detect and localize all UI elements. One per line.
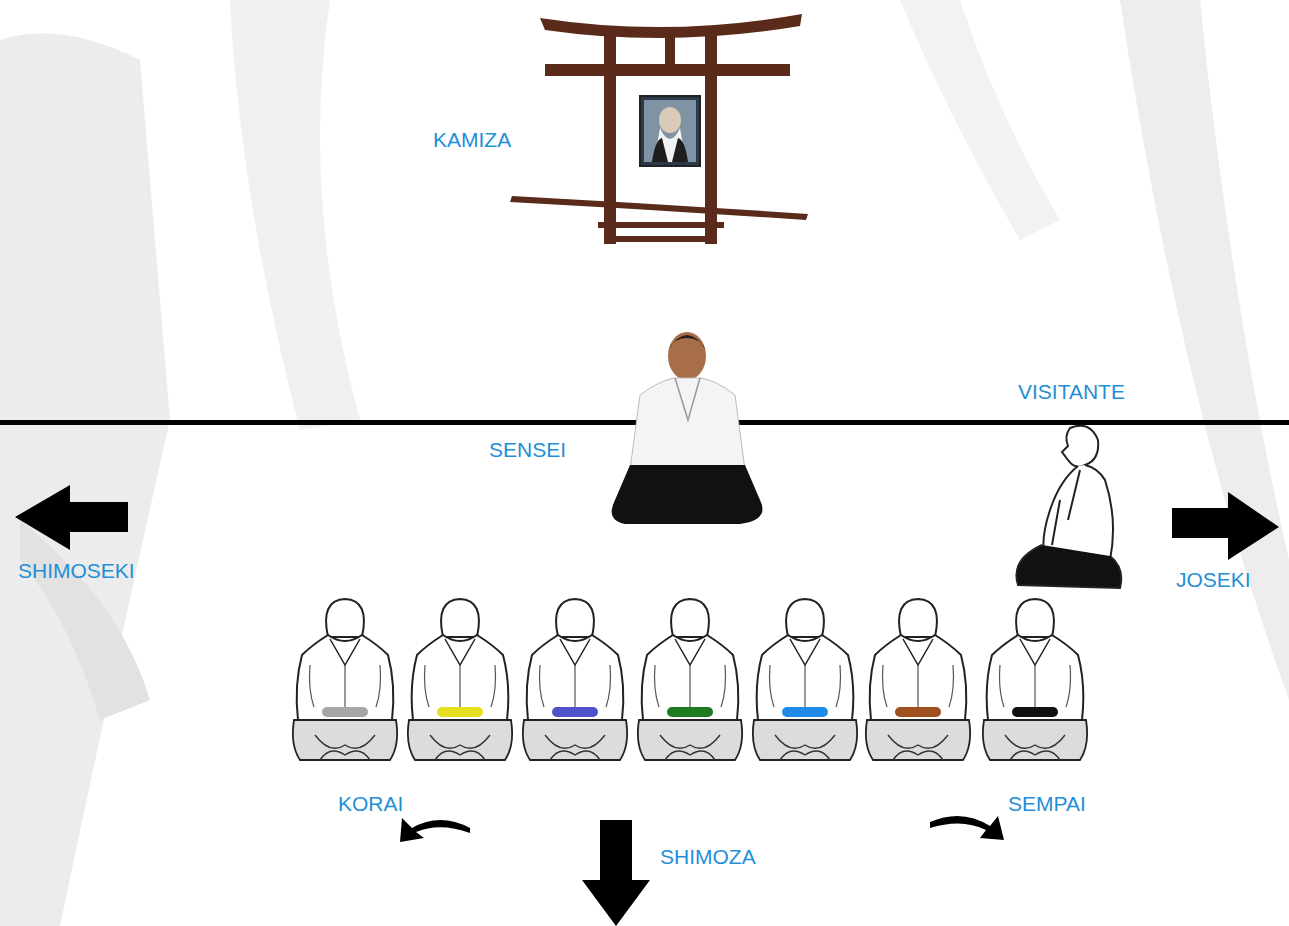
area-label: KORAI: [338, 792, 403, 815]
area-label: KAMIZA: [433, 128, 511, 151]
area-label: SHIMOZA: [660, 845, 756, 868]
area-label: SEMPAI: [1008, 792, 1086, 815]
area-label: SHIMOSEKI: [18, 559, 135, 582]
area-label: JOSEKI: [1176, 568, 1251, 591]
area-label: VISITANTE: [1018, 380, 1125, 403]
area-label: SENSEI: [489, 438, 566, 461]
